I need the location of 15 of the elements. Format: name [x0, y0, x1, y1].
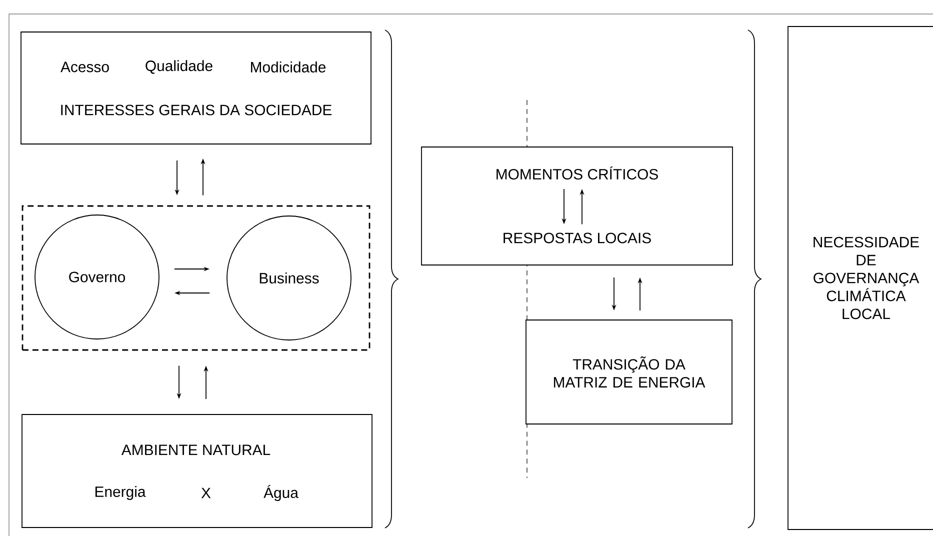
box	[421, 146, 733, 266]
box-text: X	[201, 488, 211, 498]
box	[20, 32, 372, 144]
box-text: MOMENTOS CRÍTICOS	[496, 166, 658, 180]
box-text: Água	[264, 484, 298, 502]
box: NECESSIDADE DE GOVERNANÇA CLIMÁTICA LOCAL	[788, 26, 933, 530]
box-text: AMBIENTE NATURAL	[121, 444, 270, 456]
box-text: Acesso	[60, 62, 109, 72]
box-text: Modicidade	[251, 62, 326, 72]
box-text: INTERESSES GERAIS DA SOCIEDADE	[61, 104, 332, 116]
box-text: Qualidade	[146, 60, 212, 74]
box: TRANSIÇÃO DA MATRIZ DE ENERGIA	[526, 320, 732, 424]
box-text: Energia	[95, 486, 146, 500]
box-text: RESPOSTAS LOCAIS	[504, 232, 651, 244]
box	[22, 414, 372, 528]
